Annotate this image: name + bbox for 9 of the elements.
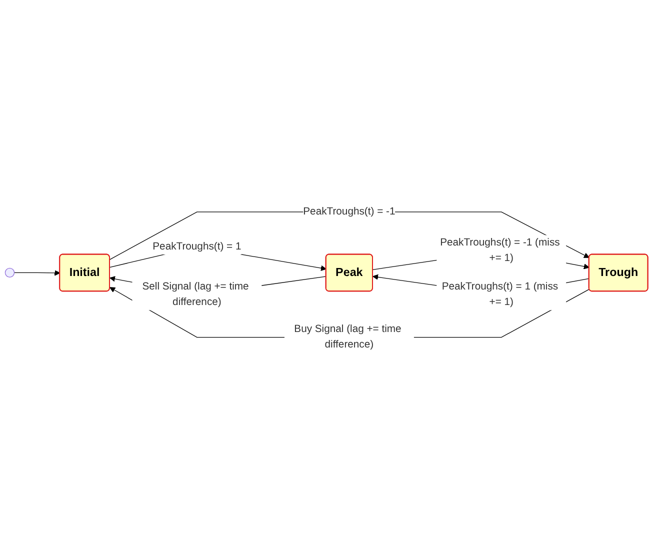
edge-label: PeakTroughs(t) = -1: [303, 206, 396, 218]
arrow: [110, 212, 590, 260]
edge-label: PeakTroughs(t) = 1 (miss += 1): [442, 281, 558, 308]
edge-label: Buy Signal (lag += time difference): [294, 324, 402, 350]
arrow: [14, 270, 60, 276]
edge-label: Sell Signal (lag += time difference): [142, 281, 249, 308]
edge-label: PeakTroughs(t) = 1: [152, 240, 242, 252]
edge-label: PeakTroughs(t) = -1 (miss += 1): [440, 237, 560, 264]
node-circle: [4, 268, 15, 278]
